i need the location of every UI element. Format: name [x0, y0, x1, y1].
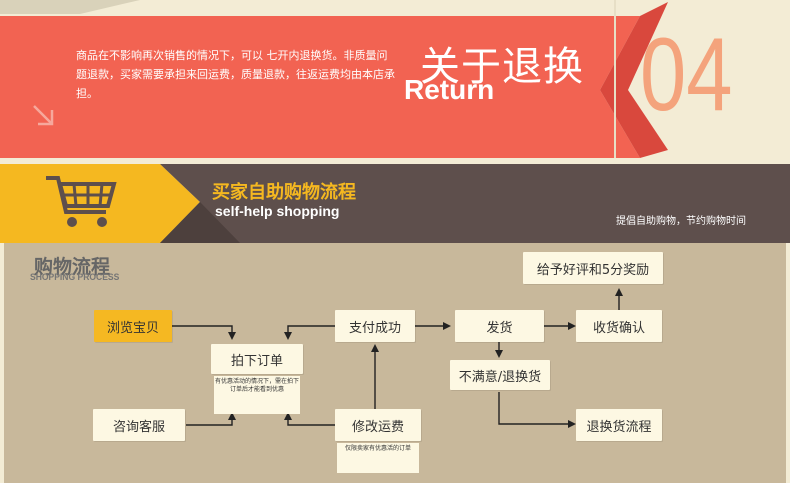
- consult-service-node: 咨询客服: [93, 409, 185, 441]
- return-banner: [0, 0, 790, 158]
- arrow-down-left-icon: [32, 104, 56, 128]
- self-help-tagline: 提倡自助购物，节约购物时间: [616, 216, 746, 227]
- modify-shipping-node: 修改运费: [335, 409, 421, 441]
- place-order-node: 拍下订单: [211, 344, 303, 374]
- process-subtitle: SHOPPING PROCESS: [30, 272, 120, 282]
- place-order-note: 有优惠活动的情况下，需在拍下订单后才能看到优惠: [214, 376, 300, 414]
- receipt-confirm-node: 收货确认: [576, 310, 662, 342]
- shopping-cart-icon: [44, 172, 120, 232]
- return-title: 关于退换: [420, 44, 584, 90]
- ship-node: 发货: [455, 310, 544, 342]
- return-policy-text: 商品在不影响再次销售的情况下，可以 七开内退换货。非质量问题退款，买家需要承担来…: [76, 49, 395, 100]
- review-reward-node: 给予好评和5分奖励: [523, 252, 663, 284]
- process-title: 购物流程: [34, 256, 111, 278]
- payment-success-node: 支付成功: [335, 310, 415, 342]
- self-help-subtitle: self-help shopping: [215, 203, 340, 219]
- modify-shipping-note: 仅限卖家有优惠活的订单: [337, 443, 419, 473]
- return-subtitle: Return: [404, 74, 495, 105]
- section-number: 04: [640, 17, 733, 133]
- unsatisfied-return-node: 不满意/退换货: [450, 360, 550, 390]
- browse-node: 浏览宝贝: [94, 310, 172, 342]
- self-help-title: 买家自助购物流程: [212, 182, 356, 203]
- self-help-banner: [0, 160, 790, 243]
- return-process-node: 退换货流程: [576, 409, 662, 441]
